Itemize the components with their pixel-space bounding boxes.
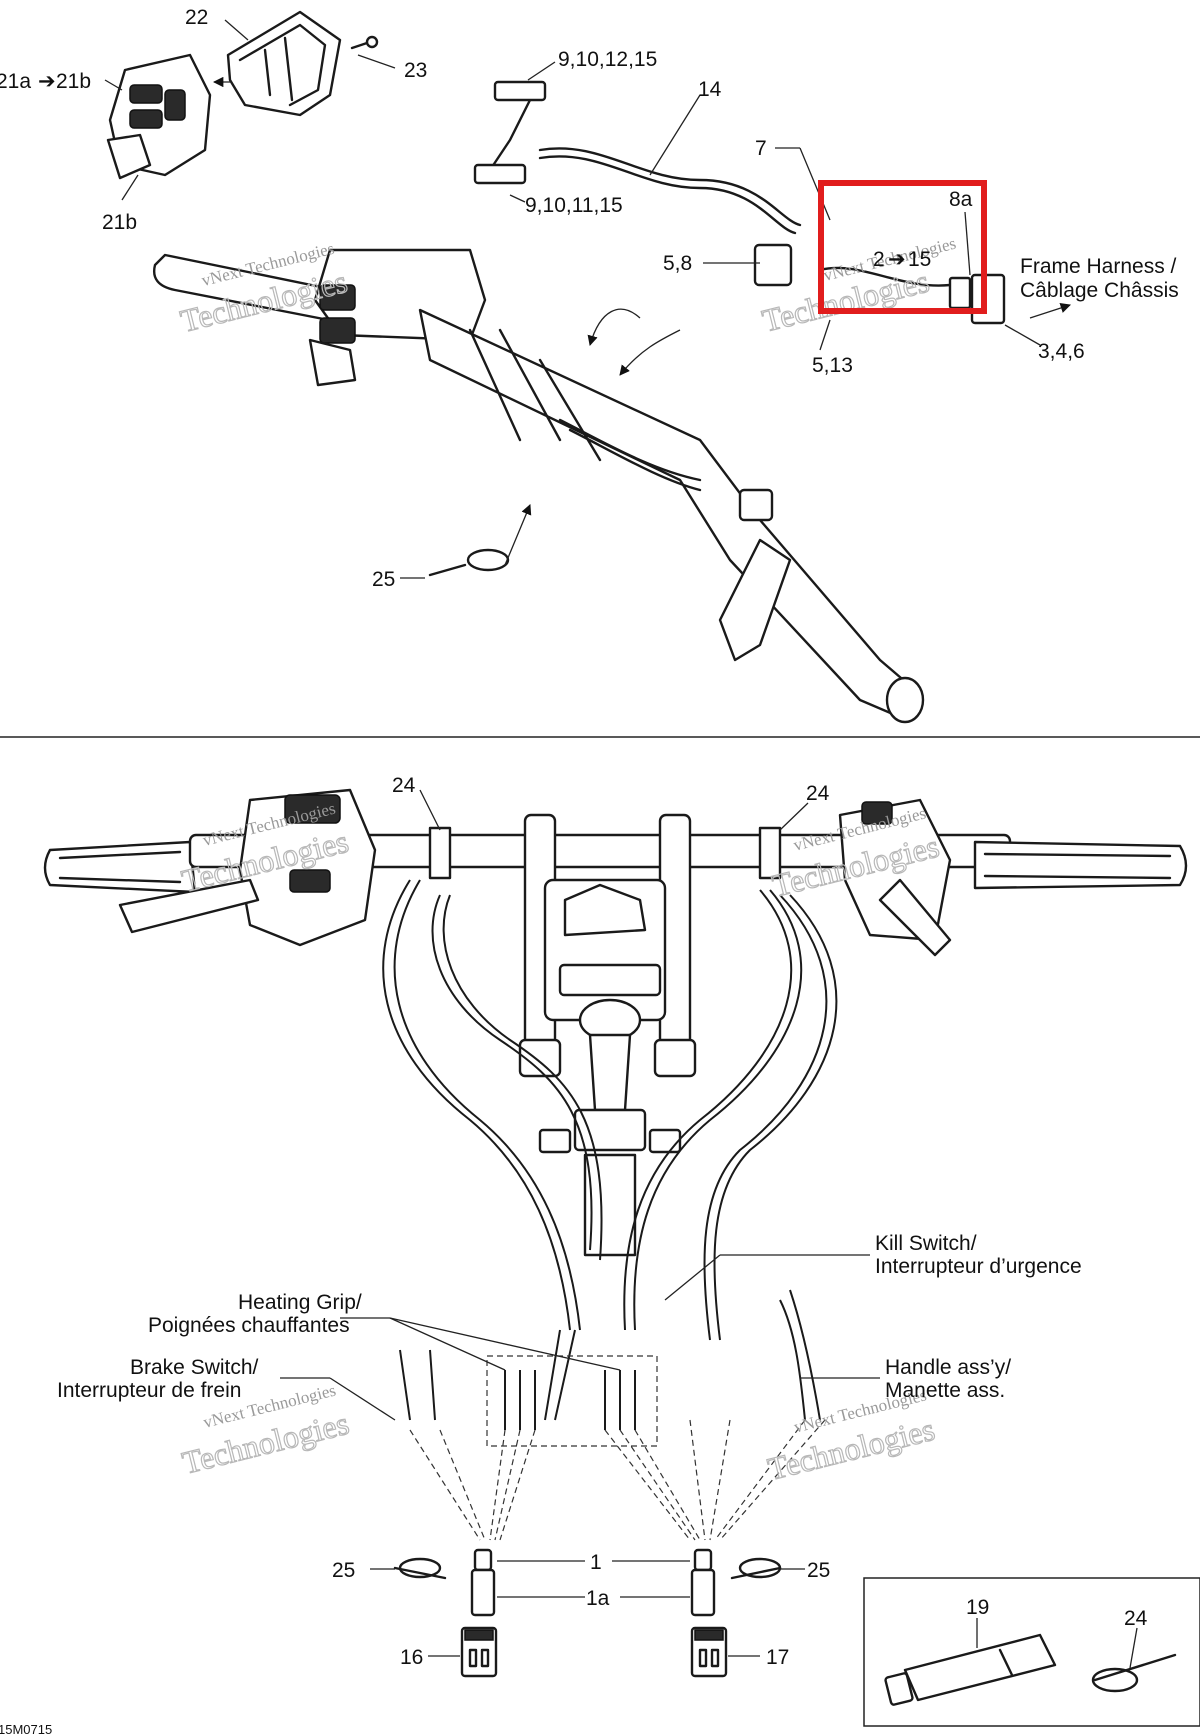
handlebar-front-view [43,826,1188,894]
harness-wires [382,879,838,1421]
callout-1a: 1a [586,1587,610,1610]
callout-25-top: 25 [372,568,395,591]
cable-tie-right [730,1557,782,1580]
callout-21a: 21a [0,70,31,93]
handlebar-top-view [153,248,925,724]
diagram-id: 15M0715 [0,1722,52,1736]
bottom-view: vNext Technologies Technologies vNext Te… [0,774,1188,1736]
callout-25-right: 25 [807,1559,830,1582]
heating-grip-label-fr: Poignées chauffantes [148,1314,350,1337]
arrow-connector-mid [619,329,681,376]
connector-housing-right [690,1548,716,1617]
heating-grip-label-en: Heating Grip/ [238,1291,362,1314]
callout-19: 19 [966,1596,989,1619]
connector-group-box [486,1355,658,1447]
callout-14: 14 [698,78,722,101]
kill-switch-label-en: Kill Switch/ [875,1232,977,1255]
callout-22: 22 [185,6,208,29]
frame-harness-label-en: Frame Harness / [1020,255,1177,278]
top-view: vNext Technologies Technologies vNext Te… [0,6,1179,724]
arrow-glyph: ➔ [888,248,906,271]
callout-2: 2 [873,248,885,271]
callout-7: 7 [755,137,767,160]
callout-25-left: 25 [332,1559,355,1582]
callout-2-to-15: 2 ➔ 15 [873,248,931,271]
terminal-block-17 [690,1626,728,1678]
arrow-frame-harness [1029,302,1071,319]
callout-15: 15 [908,248,931,271]
inset-accessories: 19 24 [863,1577,1200,1727]
callout-21b-arrow: 21b [56,70,91,93]
grease-tube [884,1633,1057,1706]
callout-5-8: 5,8 [663,252,692,275]
handle-assy-label-fr: Manette ass. [885,1379,1005,1402]
switch-housing-cover [226,10,342,117]
callout-17: 17 [766,1646,789,1669]
handle-assy-label-en: Handle ass’y/ [885,1356,1011,1379]
callout-24-left: 24 [392,774,416,797]
brake-switch-label-en: Brake Switch/ [130,1356,259,1379]
screw [350,35,379,50]
callout-24-right: 24 [806,782,830,805]
frame-harness-label-fr: Câblage Châssis [1020,279,1179,302]
cable-tie-left [393,1557,447,1580]
arrow-cable-tie [504,504,532,566]
cable-tie-inset [1091,1653,1177,1693]
handle-switch-assembly [106,53,212,180]
kill-switch-label-fr: Interrupteur d’urgence [875,1255,1082,1278]
callout-24-inset: 24 [1124,1607,1148,1630]
left-control-pod [118,788,377,947]
arrow-connector-top [587,308,641,346]
callout-8a: 8a [949,188,973,211]
arrow-glyph: ➔ [38,70,56,93]
dashed-routing [409,1419,826,1541]
callout-9-10-12-15: 9,10,12,15 [558,48,657,71]
brake-switch-label-fr: Interrupteur de frein [57,1379,241,1402]
callout-3-4-6: 3,4,6 [1038,340,1085,363]
callout-1: 1 [590,1551,602,1574]
callout-23: 23 [404,59,427,82]
terminal-block-16 [460,1626,498,1678]
highlight-box [818,180,987,314]
cable-tie-top [428,548,510,577]
riser-assembly [518,813,697,1257]
connector-housing-left [470,1548,496,1617]
right-control-pod [838,798,952,957]
connector-pins [504,1370,636,1430]
callout-9-10-11-15: 9,10,11,15 [525,194,623,217]
callout-21b: 21b [102,211,137,234]
callout-16: 16 [400,1646,423,1669]
callout-5-13: 5,13 [812,354,853,377]
